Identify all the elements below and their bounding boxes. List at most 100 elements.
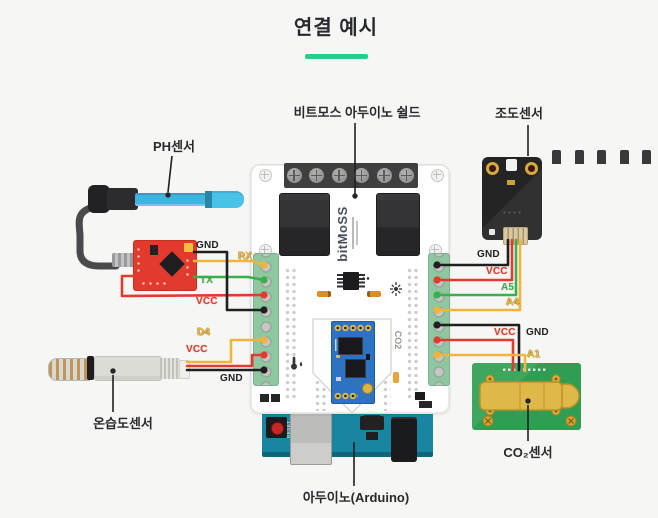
thermometer-icon	[291, 356, 303, 370]
module-pad	[336, 377, 341, 381]
sun-icon	[390, 282, 402, 296]
ph-probe-cap	[205, 191, 244, 208]
pin-header-holes	[406, 267, 419, 400]
gold-pads-row	[334, 324, 372, 332]
terminal-screw	[286, 168, 302, 183]
pin-label-a4: A4	[506, 297, 520, 308]
pad-column	[137, 248, 140, 276]
terminal-post	[575, 150, 584, 164]
silkscreen-microtext	[352, 217, 354, 249]
terminal-screw	[309, 168, 324, 183]
module-pad	[366, 354, 370, 360]
pin-label-vcc: VCC	[186, 344, 208, 355]
pin-label-a1: A1	[527, 349, 541, 360]
regulator	[360, 416, 384, 430]
relay-left	[279, 193, 330, 256]
light-sensor-element	[506, 159, 517, 171]
probe-body	[94, 356, 162, 381]
terminal-screw	[331, 168, 347, 183]
terminal-screw	[399, 168, 414, 183]
regulator-legs	[364, 411, 380, 417]
right-terminal-block	[428, 253, 450, 386]
ic-chip	[343, 272, 359, 290]
pin-label-vcc: VCC	[196, 296, 218, 307]
gold-pads-row	[334, 392, 358, 400]
smd-component	[415, 392, 425, 400]
light-sensor-pad	[507, 180, 515, 185]
pin-label-d4: D4	[197, 327, 211, 338]
probe-black-ring	[87, 356, 94, 380]
smd-component	[393, 372, 399, 383]
pin-label-gnd: GND	[196, 240, 219, 251]
terminal-post	[642, 150, 651, 164]
smd-component	[419, 401, 432, 408]
label-light-sensor: 조도센서	[495, 106, 543, 121]
ph-module-pcb	[133, 240, 197, 291]
ic-legs	[359, 274, 365, 289]
pad-row	[142, 282, 170, 285]
pin-label-vcc: VCC	[494, 327, 516, 338]
module-ic-2	[345, 359, 366, 378]
pin-label-a5: A5	[501, 282, 515, 293]
pin-label-gnd: GND	[526, 327, 549, 338]
label-shield: 비트모스 아두이노 쉴드	[293, 105, 421, 120]
solder-pads	[362, 277, 370, 280]
silkscreen-microtext	[356, 221, 358, 245]
bitmoss-shield-board: bitMoSS CO2	[250, 150, 651, 415]
component	[150, 245, 158, 255]
leader-lines	[112, 123, 529, 486]
pin-label-vcc: VCC	[486, 266, 508, 277]
leader-dots	[110, 192, 531, 404]
terminal-post	[552, 150, 561, 164]
smd-resistor	[317, 291, 331, 297]
label-temp-humidity-sensor: 온습도센서	[93, 416, 153, 431]
ph-probe-cable	[75, 203, 120, 270]
module-ic-legs	[335, 339, 338, 351]
blue-sensor-module	[331, 321, 375, 404]
terminal-screw	[376, 168, 392, 183]
mounting-hole	[486, 162, 499, 175]
reset-button	[271, 422, 284, 435]
gold-pad	[184, 243, 193, 252]
module-gold-screw	[362, 383, 373, 394]
arduino-component	[366, 432, 378, 440]
pin-label-gnd: GND	[477, 249, 500, 260]
label-square	[489, 229, 495, 235]
smd-resistor	[367, 291, 381, 297]
left-terminal-block	[253, 253, 279, 386]
silkscreen-dots	[503, 211, 523, 214]
ph-probe-knob	[88, 185, 110, 213]
ph-probe-cap-band	[205, 191, 212, 208]
smd-component	[271, 394, 280, 402]
pin-label-tx: TX	[200, 275, 214, 286]
board-screw-hole	[258, 168, 272, 182]
terminal-post	[620, 150, 629, 164]
co2-sensor-detail	[479, 368, 580, 427]
terminal-screw	[354, 168, 369, 183]
smd-component	[260, 394, 269, 402]
module-pad	[336, 355, 340, 358]
pin-label-rx: RX	[238, 251, 253, 262]
pad-column	[186, 259, 189, 280]
bnc-connector	[112, 253, 135, 267]
ph-probe-tube	[135, 193, 206, 206]
page-title: 연결 예시	[293, 17, 379, 39]
screw-terminal-block	[284, 163, 418, 188]
wire-terminal-dots	[260, 261, 441, 374]
label-arduino: 아두이노(Arduino)	[302, 490, 410, 505]
module-ic-1	[338, 337, 363, 355]
board-screw-hole	[430, 168, 444, 182]
wires	[120, 238, 527, 373]
ph-probe-connector	[107, 188, 138, 210]
pin-label-gnd: GND	[220, 373, 243, 384]
label-ph-sensor: PH센서	[153, 139, 195, 154]
mounting-hole	[525, 162, 538, 175]
relay-right	[376, 193, 420, 256]
power-jack	[391, 417, 417, 462]
terminal-post	[597, 150, 606, 164]
title-underline	[305, 54, 368, 59]
probe-threads	[160, 358, 180, 379]
ic-legs	[337, 274, 343, 289]
